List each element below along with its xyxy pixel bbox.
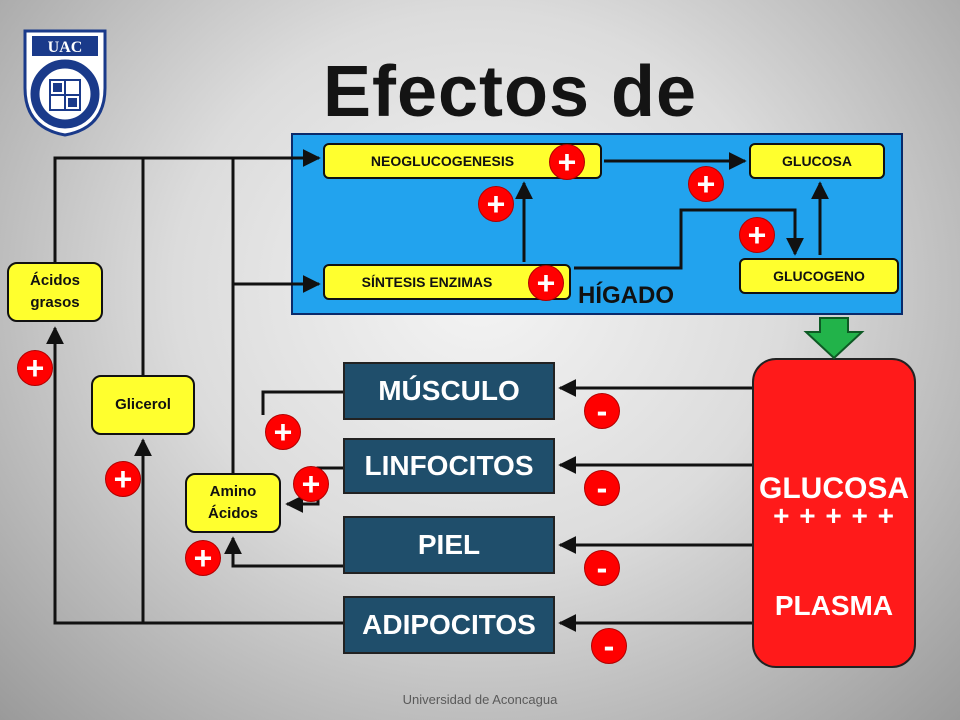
minus-sign: - xyxy=(584,550,620,586)
plasma-label: PLASMA xyxy=(774,590,894,621)
musculo-box: MÚSCULO xyxy=(343,362,555,420)
plus-sign: + xyxy=(293,466,329,502)
adipocitos-box: ADIPOCITOS xyxy=(343,596,555,654)
amino-acidos-box: Amino Ácidos xyxy=(185,473,281,533)
acidos-grasos-box: Ácidos grasos xyxy=(7,262,103,322)
glucogeno-box: GLUCOGENO xyxy=(739,258,899,294)
plus-sign: + xyxy=(688,166,724,202)
plus-sign: + xyxy=(528,265,564,301)
plus-sign: + xyxy=(17,350,53,386)
plus-sign: + xyxy=(185,540,221,576)
plus-sign: + xyxy=(265,414,301,450)
logo-letters: UAC xyxy=(48,39,83,56)
plus-sign: + xyxy=(549,144,585,180)
plasma-plus-row: + + + + + xyxy=(773,500,895,531)
uac-logo: UAC xyxy=(22,28,108,138)
minus-sign: - xyxy=(584,393,620,429)
minus-sign: - xyxy=(584,470,620,506)
plus-sign: + xyxy=(739,217,775,253)
amino-label-line2: Ácidos xyxy=(207,505,258,522)
acidos-label-line2: grasos xyxy=(30,294,80,311)
acidos-label-line1: Ácidos xyxy=(29,272,80,289)
minus-sign: - xyxy=(591,628,627,664)
amino-label-line1: Amino xyxy=(209,483,257,500)
glicerol-box: Glicerol xyxy=(91,375,195,435)
linfocitos-box: LINFOCITOS xyxy=(343,438,555,494)
piel-box: PIEL xyxy=(343,516,555,574)
plus-sign: + xyxy=(478,186,514,222)
footer-text: Universidad de Aconcagua xyxy=(402,692,558,707)
plasma-box: GLUCOSA + + + + + PLASMA xyxy=(752,358,916,668)
plasma-glucosa-label: GLUCOSA xyxy=(759,472,909,505)
glucosa-liver-box: GLUCOSA xyxy=(749,143,885,179)
plus-sign: + xyxy=(105,461,141,497)
liver-label: HÍGADO xyxy=(578,282,674,309)
